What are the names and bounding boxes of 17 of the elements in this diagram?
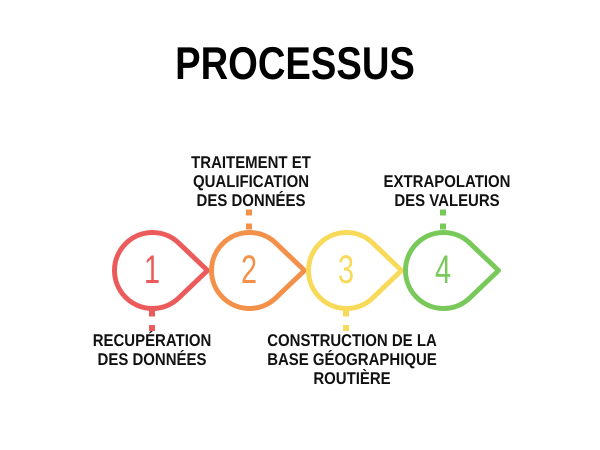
step-label: TRAITEMENT ET QUALIFICATION DES DONNÉES xyxy=(189,152,313,210)
step-number: 3 xyxy=(338,250,354,290)
step-label: RECUPÉRATION DES DONNÉES xyxy=(90,331,214,369)
teardrop-marker xyxy=(208,230,306,310)
step-label: CONSTRUCTION DE LA BASE GÉOGRAPHIQUE ROUTIÈRE xyxy=(264,331,440,388)
step-label: EXTRAPOLATION DES VALEURS xyxy=(381,172,513,210)
step-number: 2 xyxy=(241,250,257,290)
leader-line xyxy=(343,310,349,331)
step-number: 1 xyxy=(144,250,160,290)
leader-line xyxy=(440,210,446,230)
step-number: 4 xyxy=(435,250,451,290)
teardrop-marker xyxy=(306,230,404,310)
title: PROCESSUS xyxy=(175,40,415,86)
teardrop-marker xyxy=(402,230,500,310)
leader-line xyxy=(149,310,155,331)
teardrop-marker xyxy=(112,230,210,310)
leader-line xyxy=(246,210,252,230)
